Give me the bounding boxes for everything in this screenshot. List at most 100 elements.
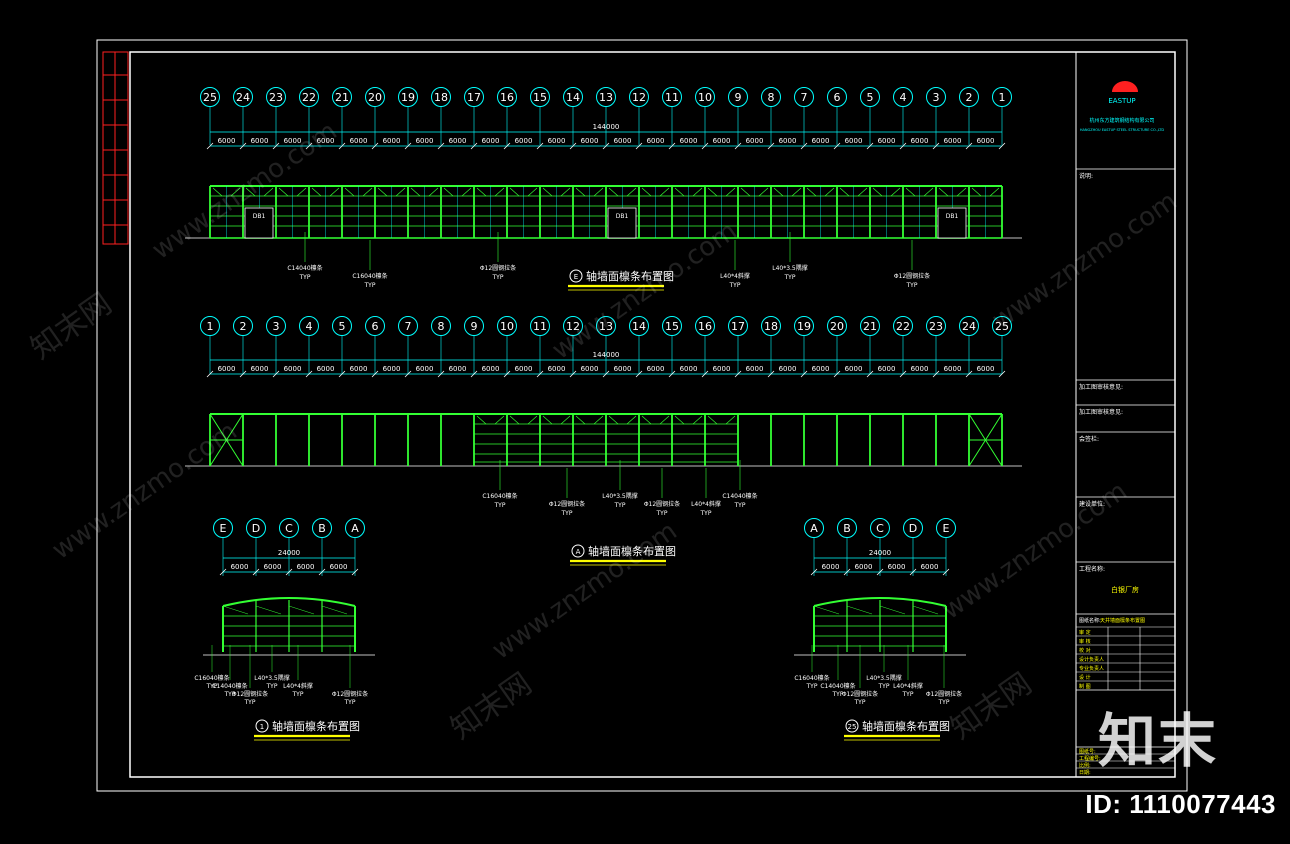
- tb-company-sub: HANGZHOU EASTUP STEEL STRUCTURE CO.,LTD: [1080, 128, 1165, 132]
- top-axis-bubble-23: [266, 87, 286, 107]
- top-knee-brace-a-2: [278, 187, 289, 197]
- top-dim-tick-21: [899, 142, 907, 150]
- mid-title-circle: [571, 544, 585, 558]
- gable-left-bay-dim-text-1: 6000: [264, 563, 282, 571]
- mid-total-dim-text: 144000: [593, 351, 620, 359]
- gable-left-callout-typ-4: TYP: [292, 691, 304, 698]
- gable-right-bay-dim-text-2: 6000: [888, 563, 906, 571]
- gable-right-axis-bubble-E: [936, 518, 956, 538]
- mid-bay-dim-text-13: 6000: [647, 365, 665, 373]
- top-bay-dim-text-19: 6000: [845, 137, 863, 145]
- gable-right-truss-diag-0: [813, 605, 840, 615]
- top-callout-3: L40*4斜撑: [720, 272, 750, 280]
- mid-dim-tick-10: [536, 370, 544, 378]
- top-bay-dim-text-11: 6000: [581, 137, 599, 145]
- top-knee-brace-b-17: [791, 187, 802, 197]
- top-callout-typ-4: TYP: [784, 274, 796, 281]
- mid-axis-bubble-20: [827, 316, 847, 336]
- tb-role-5: 设 计: [1079, 674, 1091, 681]
- tb-role-2: 校 对: [1079, 647, 1091, 654]
- mid-dim-tick-22: [932, 370, 940, 378]
- top-dim-tick-16: [734, 142, 742, 150]
- top-knee-brace-b-11: [593, 187, 604, 197]
- outer-frame: [96, 39, 1188, 792]
- top-knee-brace-b-7: [461, 187, 472, 197]
- mid-axis-label-21: 21: [863, 320, 877, 333]
- mid-callout-typ-2: TYP: [614, 502, 626, 509]
- watermark-site-2: www.znzmo.com: [987, 186, 1183, 336]
- mid-axis-label-15: 15: [665, 320, 679, 333]
- mid-axis-label-23: 23: [929, 320, 943, 333]
- tb-bottom-3: 日期:: [1079, 770, 1091, 776]
- top-knee-brace-a-17: [773, 187, 784, 197]
- top-dim-tick-23: [965, 142, 973, 150]
- tb-role-1: 审 核: [1079, 638, 1091, 645]
- top-dim-tick-9: [503, 142, 511, 150]
- top-dim-tick-0: [206, 142, 214, 150]
- mid-bay-dim-text-12: 6000: [614, 365, 632, 373]
- gable-left-callout-1: C14040檩条: [212, 682, 247, 690]
- top-bay-dim-text-20: 6000: [878, 137, 896, 145]
- watermark-site-5: www.znzmo.com: [937, 476, 1133, 626]
- top-axis-bubble-6: [827, 87, 847, 107]
- top-axis-label-15: 15: [533, 91, 547, 104]
- top-axis-bubble-22: [299, 87, 319, 107]
- top-axis-bubble-12: [629, 87, 649, 107]
- top-axis-label-25: 25: [203, 91, 217, 104]
- mid-axis-label-12: 12: [566, 320, 580, 333]
- mid-axis-bubble-3: [266, 316, 286, 336]
- gable-right-bay-dim-text-0: 6000: [822, 563, 840, 571]
- top-door-3: [937, 207, 967, 239]
- mid-dim-tick-1: [239, 370, 247, 378]
- drawing-frame: [96, 39, 1188, 792]
- top-callout-4: L40*3.5隅撑: [772, 264, 808, 272]
- top-dim-tick-8: [470, 142, 478, 150]
- top-door-3-tag: DB1: [946, 213, 959, 220]
- gable-left-bay-dim-text-0: 6000: [231, 563, 249, 571]
- top-axis-label-11: 11: [665, 91, 679, 104]
- top-callout-typ-2: TYP: [492, 274, 504, 281]
- gable-right-title-circle: [845, 719, 859, 733]
- mid-dim-tick-20: [866, 370, 874, 378]
- top-axis-label-1: 1: [999, 91, 1006, 104]
- gable-left-callout-typ-5: TYP: [344, 699, 356, 706]
- watermark-site-0: www.znzmo.com: [147, 116, 343, 266]
- mid-bay-dim-text-10: 6000: [548, 365, 566, 373]
- top-bay-dim-text-13: 6000: [647, 137, 665, 145]
- gable-right-truss-diag-2: [879, 605, 906, 615]
- gable-right-axis-label-C: C: [876, 522, 884, 535]
- top-axis-label-6: 6: [834, 91, 841, 104]
- gable-right-dim-tick-1: [843, 568, 851, 576]
- mid-axis-label-11: 11: [533, 320, 547, 333]
- tb-row2: 加工图审核意见:: [1079, 408, 1123, 416]
- mid-axis-label-2: 2: [240, 320, 247, 333]
- gable-left-axis-bubble-B: [312, 518, 332, 538]
- top-bay-dim-text-5: 6000: [383, 137, 401, 145]
- mid-dim-tick-9: [503, 370, 511, 378]
- gable-right-callout-typ-1: TYP: [832, 691, 844, 698]
- top-axis-bubble-13: [596, 87, 616, 107]
- mid-axis-label-9: 9: [471, 320, 478, 333]
- top-axis-label-10: 10: [698, 91, 712, 104]
- gable-left-axis-bubble-E: [213, 518, 233, 538]
- top-dim-tick-22: [932, 142, 940, 150]
- top-bay-dim-text-22: 6000: [944, 137, 962, 145]
- mid-dim-tick-23: [965, 370, 973, 378]
- top-axis-bubble-16: [497, 87, 517, 107]
- mid-dim-tick-11: [569, 370, 577, 378]
- mid-axis-label-19: 19: [797, 320, 811, 333]
- gable-right-title: 轴墙面檩条布置图: [862, 719, 950, 733]
- gable-right-callout-1: C14040檩条: [820, 682, 855, 690]
- top-bay-dim-text-2: 6000: [284, 137, 302, 145]
- mid-bay-dim-text-15: 6000: [713, 365, 731, 373]
- mid-dim-tick-5: [371, 370, 379, 378]
- mid-axis-bubble-23: [926, 316, 946, 336]
- mid-callout-0: C16040檩条: [482, 492, 517, 500]
- mid-axis-bubble-22: [893, 316, 913, 336]
- top-knee-brace-a-6: [410, 187, 421, 197]
- top-bay-dim-text-15: 6000: [713, 137, 731, 145]
- top-knee-brace-b-10: [560, 187, 571, 197]
- top-knee-brace-a-5: [377, 187, 388, 197]
